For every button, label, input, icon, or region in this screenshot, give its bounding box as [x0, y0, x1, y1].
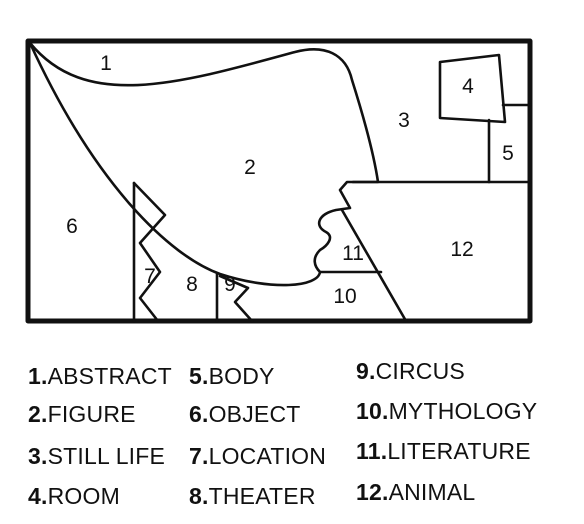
legend-separator: .	[41, 401, 48, 427]
legend-separator: .	[381, 479, 389, 505]
legend-number: 9	[356, 358, 369, 384]
legend-separator: .	[41, 483, 48, 509]
legend-item-animal: 12.ANIMAL	[356, 481, 475, 504]
legend-label: CIRCUS	[375, 358, 465, 384]
legend-separator: .	[41, 363, 48, 389]
legend-separator: .	[381, 398, 389, 424]
legend-item-body: 5.BODY	[189, 365, 275, 388]
divider-region-10	[340, 208, 408, 323]
region-number-6: 6	[66, 215, 78, 238]
divider-zigzag-9	[218, 274, 254, 323]
head-outline	[28, 41, 380, 287]
legend-item-mythology: 10.MYTHOLOGY	[356, 400, 537, 423]
legend-item-location: 7.LOCATION	[189, 445, 326, 468]
region-number-4: 4	[462, 75, 474, 98]
legend-separator: .	[41, 443, 48, 469]
legend-number: 8	[189, 483, 202, 509]
region-number-10: 10	[333, 285, 356, 308]
legend-separator: .	[202, 443, 209, 469]
legend-item-circus: 9.CIRCUS	[356, 360, 465, 383]
legend-number: 1	[28, 363, 41, 389]
legend-label: MYTHOLOGY	[388, 398, 538, 424]
region-number-2: 2	[244, 156, 256, 179]
legend-item-abstract: 1.ABSTRACT	[28, 365, 172, 388]
legend-label: LITERATURE	[387, 438, 531, 464]
legend-number: 11	[356, 438, 381, 464]
legend-label: FIGURE	[47, 401, 136, 427]
legend-separator: .	[202, 363, 209, 389]
legend-number: 7	[189, 443, 202, 469]
room-box	[438, 53, 507, 124]
divider-zigzag-7	[132, 181, 167, 323]
legend-number: 3	[28, 443, 41, 469]
legend-label: OBJECT	[208, 401, 301, 427]
legend-label: BODY	[208, 363, 275, 389]
legend-item-literature: 11.LITERATURE	[356, 440, 531, 463]
legend-label: ROOM	[47, 483, 120, 509]
legend-label: LOCATION	[208, 443, 327, 469]
region-number-9: 9	[224, 273, 236, 296]
legend-item-room: 4.ROOM	[28, 485, 120, 508]
legend-separator: .	[202, 401, 209, 427]
legend-number: 6	[189, 401, 202, 427]
region-number-3: 3	[398, 109, 410, 132]
legend-number: 12	[356, 479, 382, 505]
region-number-11: 11	[342, 242, 364, 265]
legend-number: 5	[189, 363, 202, 389]
legend-item-figure: 2.FIGURE	[28, 403, 136, 426]
legend-item-object: 6.OBJECT	[189, 403, 301, 426]
legend-label: THEATER	[208, 483, 316, 509]
region-number-8: 8	[186, 273, 198, 296]
region-map: 1 2 3 4 5 6 7 8 9 10 11 12	[25, 38, 533, 324]
legend-separator: .	[202, 483, 209, 509]
region-number-7: 7	[144, 265, 156, 288]
legend-number: 10	[356, 398, 382, 424]
legend-separator: .	[380, 438, 388, 464]
legend-item-theater: 8.THEATER	[189, 485, 316, 508]
legend-label: ANIMAL	[388, 479, 476, 505]
region-number-1: 1	[100, 52, 112, 75]
legend-separator: .	[369, 358, 376, 384]
legend-number: 4	[28, 483, 41, 509]
legend-item-still-life: 3.STILL LIFE	[28, 445, 165, 468]
region-number-12: 12	[450, 238, 473, 261]
legend-number: 2	[28, 401, 41, 427]
legend-label: STILL LIFE	[47, 443, 166, 469]
region-number-5: 5	[502, 142, 514, 165]
legend-label: ABSTRACT	[47, 363, 172, 389]
